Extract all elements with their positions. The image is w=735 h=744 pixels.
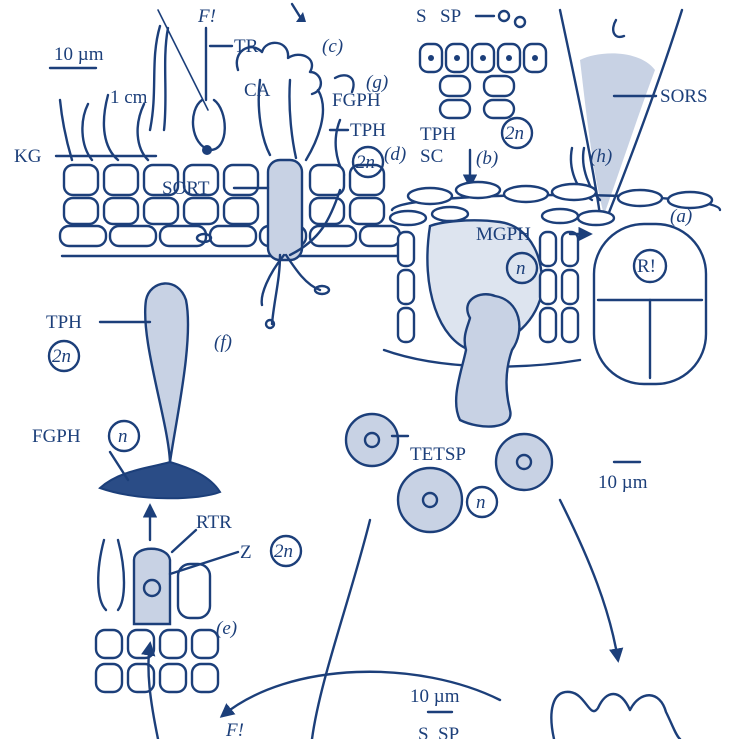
surface-cells [390, 182, 712, 225]
tph-body [145, 283, 188, 462]
label-KG: KG [14, 146, 42, 167]
zygote-cell [134, 549, 170, 624]
label-c: (c) [322, 36, 343, 57]
label-2n-top: 2n [356, 152, 375, 173]
label-TR: TR [234, 36, 259, 57]
cluster-stalk-3 [306, 90, 323, 160]
label-FGPH-left: FGPH [32, 426, 81, 447]
tetraspore-2 [496, 434, 552, 490]
hair-left-4 [138, 104, 148, 160]
label-TETSP: TETSP [410, 444, 466, 465]
hair-e-2 [118, 540, 124, 610]
label-SP-top: SP [440, 6, 461, 27]
label-CA: CA [244, 80, 271, 101]
label-SC: SC [420, 146, 443, 167]
label-2n-left: 2n [52, 346, 71, 367]
label-F-bottom: F! [225, 720, 244, 739]
tetraspore-1 [346, 414, 398, 466]
hair-cell-1 [150, 26, 160, 130]
spermatium-2 [515, 17, 525, 27]
label-S-bottom: S [418, 724, 429, 739]
zygote-cells [96, 630, 218, 692]
hair-e-1 [98, 540, 106, 610]
carpogonium [193, 100, 225, 150]
spermatium-1 [499, 11, 509, 21]
label-SORS: SORS [660, 86, 708, 107]
tetrasporophyte-panel: R! MGPH n (a) SC [384, 146, 720, 427]
tph-on-fgph-panel: TPH 2n (f) FGPH n [32, 283, 232, 540]
funnel-hook [613, 20, 624, 37]
label-2n-mid: 2n [505, 123, 524, 144]
carpogonium-nucleus [202, 145, 212, 155]
scale-label-bottom: 10 µm [410, 686, 460, 707]
label-2n-z: 2n [274, 541, 293, 562]
label-SORT: SORT [162, 178, 210, 199]
cortex-cells [60, 165, 404, 256]
bottom-partial-panels: 10 µm F! S SP [225, 686, 680, 739]
hair-left-2 [82, 104, 92, 160]
zygote-neighbor [178, 564, 210, 618]
label-d: (d) [384, 144, 406, 165]
scale-label-right: 10 µm [598, 472, 648, 493]
label-Z: Z [240, 542, 252, 563]
cluster-stalk-2 [289, 80, 296, 158]
fgph-crust [100, 462, 220, 498]
spermatangial-rows [420, 44, 546, 118]
label-MGPH: MGPH [476, 224, 531, 245]
RTR-pointer [172, 530, 196, 552]
bottom-right-cluster [551, 692, 680, 739]
cycle-line-center [312, 520, 370, 739]
label-R: R! [637, 256, 656, 277]
tetraspores-panel: TETSP n 10 µm [346, 414, 648, 532]
label-f: (f) [214, 332, 232, 353]
scale-label-1cm: 1 cm [110, 87, 148, 108]
label-TPH-mid: TPH [420, 124, 456, 145]
label-b: (b) [476, 148, 498, 169]
label-SP-bottom: SP [438, 724, 459, 739]
label-FGPH-top: FGPH [332, 90, 381, 111]
label-RTR: RTR [196, 512, 232, 533]
label-h: (h) [590, 146, 612, 167]
label-F: F! [197, 6, 216, 27]
label-e: (e) [216, 618, 237, 639]
label-TPH-top: TPH [350, 120, 386, 141]
sorus-sort [268, 160, 302, 260]
label-n-tetsp: n [476, 492, 486, 513]
scale-label-top: 10 µm [54, 44, 104, 65]
female-gametophyte-panel: 10 µm 1 cm F! TR (c) (g) CA FGPH TPH 2n … [14, 4, 406, 328]
label-n-mgph: n [516, 258, 526, 279]
arrow-to-zygote [148, 644, 158, 739]
tetraspore-3 [398, 468, 462, 532]
label-n-fgph: n [118, 426, 128, 447]
hair-left-1 [60, 100, 72, 160]
label-S-top: S [416, 6, 427, 27]
label-a: (a) [670, 206, 692, 227]
label-TPH-left: TPH [46, 312, 82, 333]
arrow-tetsp-to-gametophyte [560, 500, 618, 660]
hair-cell-1b [164, 28, 168, 130]
zygote-panel: RTR Z 2n (e) [96, 512, 301, 692]
